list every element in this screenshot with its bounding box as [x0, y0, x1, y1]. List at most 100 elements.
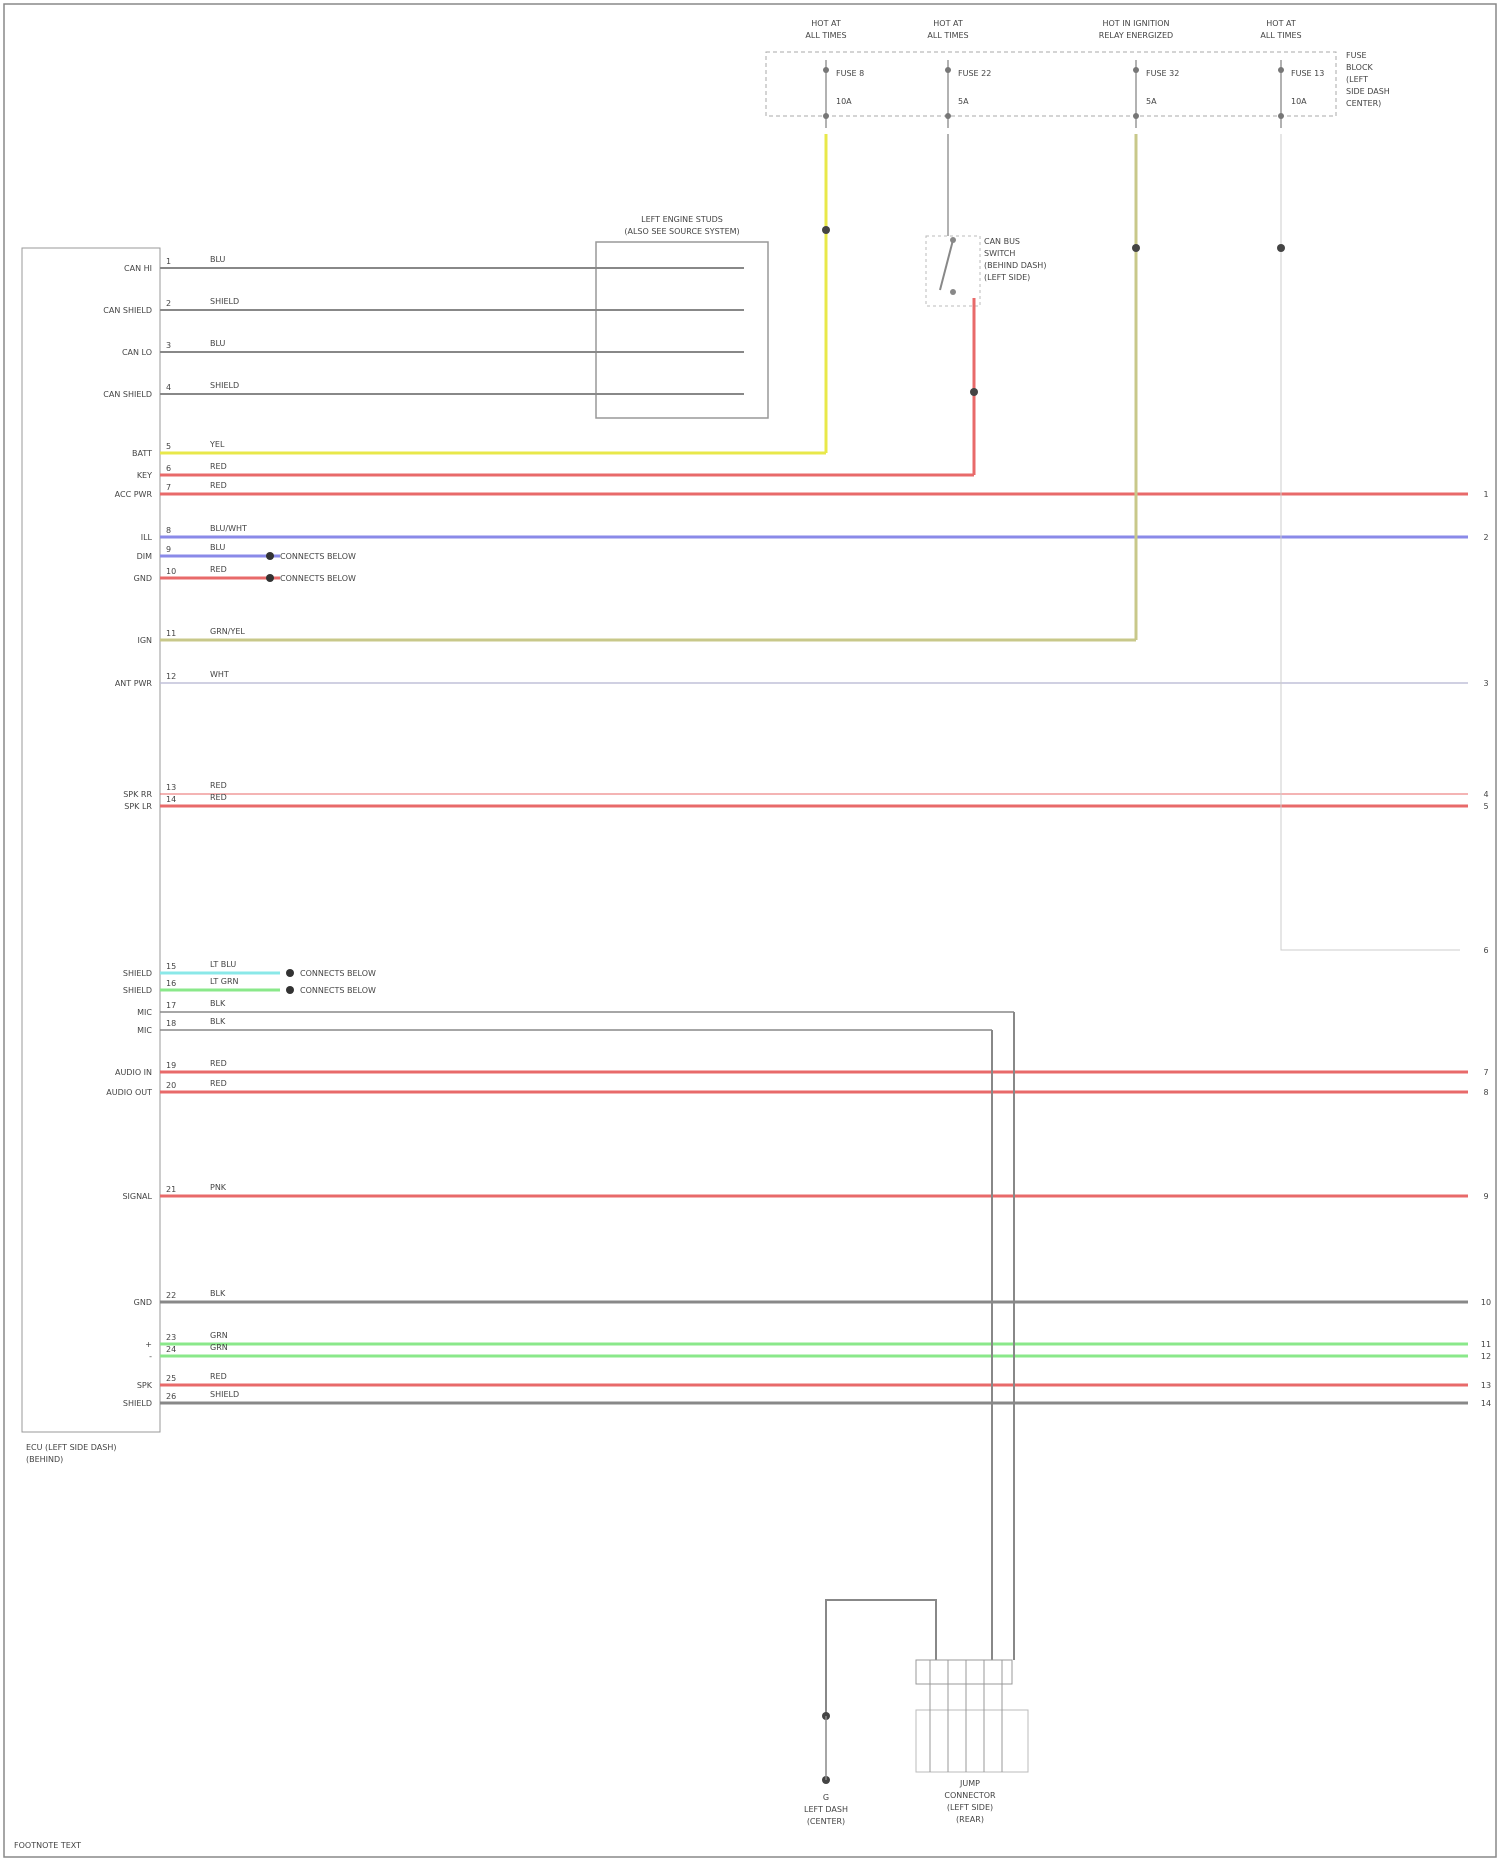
fuse-amps: 10A — [1291, 97, 1307, 106]
pin-label: SPK LR — [124, 802, 152, 811]
fuse-node — [1133, 67, 1139, 73]
wire-color-label: BLK — [210, 1017, 226, 1026]
jumper-label: CONNECTS BELOW — [280, 574, 356, 583]
wire-color-label: RED — [210, 462, 227, 471]
pin-label: SHIELD — [123, 969, 152, 978]
fuse-name: FUSE 8 — [836, 69, 864, 78]
ground-wire — [826, 1600, 936, 1716]
pin-number: 9 — [166, 545, 171, 554]
wire-color-label: GRN — [210, 1343, 228, 1352]
fuse-block-label-line: BLOCK — [1346, 63, 1374, 72]
jumper-label: CONNECTS BELOW — [300, 969, 376, 978]
pin-number: 3 — [166, 341, 171, 350]
pin-number: 20 — [166, 1081, 176, 1090]
fuse-name: FUSE 22 — [958, 69, 991, 78]
pin-label: SPK — [137, 1381, 153, 1390]
wire-color-label: BLK — [210, 999, 226, 1008]
splice-node — [1277, 244, 1285, 252]
switch-label-line: SWITCH — [984, 249, 1015, 258]
pin-label: CAN HI — [124, 264, 152, 273]
right-terminal-number: 9 — [1483, 1192, 1488, 1201]
fuse-amps: 5A — [1146, 97, 1157, 106]
left-module-label: ECU (LEFT SIDE DASH)(BEHIND) — [26, 1443, 116, 1464]
pin-number: 1 — [166, 257, 171, 266]
jumper-node — [266, 574, 274, 582]
pin-label: - — [149, 1352, 152, 1361]
page-border — [4, 4, 1496, 1857]
wire-color-label: PNK — [210, 1183, 227, 1192]
footer-text: FOOTNOTE TEXT — [14, 1841, 81, 1850]
fuse-feed-title: HOT AT — [1266, 19, 1296, 28]
jumper-label: CONNECTS BELOW — [280, 552, 356, 561]
wire-color-label: RED — [210, 565, 227, 574]
pin-label: AUDIO IN — [115, 1068, 152, 1077]
pin-number: 12 — [166, 672, 176, 681]
right-terminal-number: 7 — [1483, 1068, 1488, 1077]
fuse-amps: 5A — [958, 97, 969, 106]
pin-number: 25 — [166, 1374, 176, 1383]
splice-node — [1132, 244, 1140, 252]
wire-color-label: RED — [210, 781, 227, 790]
pin-label: AUDIO OUT — [106, 1088, 152, 1097]
left-module-label-line: ECU (LEFT SIDE DASH) — [26, 1443, 116, 1452]
fuse-feed-title: HOT AT — [933, 19, 963, 28]
pin-number: 6 — [166, 464, 171, 473]
wire-color-label: YEL — [209, 440, 225, 449]
jumper-label: CONNECTS BELOW — [300, 986, 376, 995]
wire-color-label: BLU — [210, 339, 226, 348]
splice-node — [970, 388, 978, 396]
pin-label: ILL — [141, 533, 153, 542]
fuse-node — [1278, 113, 1284, 119]
fuse-feeds: HOT AT ALL TIMES FUSE 8 10A HOT AT ALL TIMES F… — [805, 19, 1324, 128]
splice-box-label: LEFT ENGINE STUDS (ALSO SEE SOURCE SYSTEM… — [624, 215, 739, 236]
splice-label-line: LEFT ENGINE STUDS — [641, 215, 723, 224]
fuse-feed-subtitle: RELAY ENERGIZED — [1099, 31, 1173, 40]
right-terminal-number: 6 — [1483, 946, 1488, 955]
fuse-feed-title: HOT AT — [811, 19, 841, 28]
splice-label-line: (ALSO SEE SOURCE SYSTEM) — [624, 227, 739, 236]
wires — [160, 134, 1468, 1660]
wire-color-label: WHT — [210, 670, 229, 679]
wire-color-label: BLK — [210, 1289, 226, 1298]
pin-number: 10 — [166, 567, 176, 576]
pin-label: SHIELD — [123, 1399, 152, 1408]
pin-label: SHIELD — [123, 986, 152, 995]
wire-color-label: RED — [210, 1372, 227, 1381]
constant-feed-wire — [1281, 134, 1460, 950]
switch-label-line: CAN BUS — [984, 237, 1020, 246]
wire-color-label: BLU/WHT — [210, 524, 247, 533]
pin-label: SIGNAL — [122, 1192, 152, 1201]
fuse-block-label-line: (LEFT — [1346, 75, 1368, 84]
wire-color-label: SHIELD — [210, 297, 239, 306]
pin-label: ACC PWR — [115, 490, 153, 499]
pin-number: 4 — [166, 383, 171, 392]
wire-color-label: SHIELD — [210, 381, 239, 390]
ground-label-line: G — [823, 1793, 829, 1802]
fuse-block-box — [766, 52, 1336, 116]
pin-number: 21 — [166, 1185, 176, 1194]
pin-label: CAN SHIELD — [103, 306, 152, 315]
fuse-feed-title: HOT IN IGNITION — [1102, 19, 1169, 28]
pin-number: 18 — [166, 1019, 176, 1028]
pin-number: 14 — [166, 795, 176, 804]
switch-label-line: (BEHIND DASH) — [984, 261, 1046, 270]
pin-label: SPK RR — [123, 790, 152, 799]
connector-label-line: (LEFT SIDE) — [947, 1803, 993, 1812]
fuse-feed-subtitle: ALL TIMES — [805, 31, 846, 40]
connector-label-line: JUMP — [959, 1779, 980, 1788]
pin-label: KEY — [137, 471, 152, 480]
splice-node — [822, 226, 830, 234]
wire-color-label: BLU — [210, 255, 226, 264]
ground-label-line: (CENTER) — [807, 1817, 845, 1826]
fuse-block-label-line: CENTER) — [1346, 99, 1381, 108]
fuse-feed-subtitle: ALL TIMES — [1260, 31, 1301, 40]
pin-number: 17 — [166, 1001, 176, 1010]
pin-number: 8 — [166, 526, 171, 535]
right-terminal-number: 1 — [1483, 490, 1488, 499]
wire-color-label: RED — [210, 481, 227, 490]
pin-number: 26 — [166, 1392, 176, 1401]
wire-color-label: GRN/YEL — [210, 627, 245, 636]
